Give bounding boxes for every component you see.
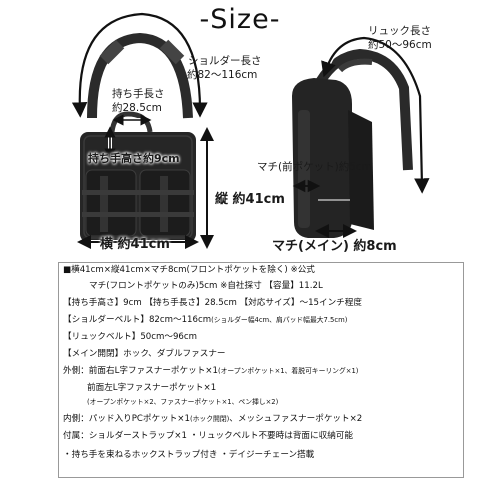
height-label: 縦 約41cm (215, 192, 285, 207)
handle-length-value: 約28.5cm (112, 102, 162, 114)
spec-row-backpack-belt: 【リュックベルト】50cm〜96cm (63, 332, 198, 342)
spec-row-shoulder-belt: 【ショルダーベルト】82cm〜116cm(ショルダー幅4cm、肩パッド幅最大7.… (63, 315, 348, 325)
shoulder-strap (87, 32, 193, 119)
spec-row-dimensions: ■横41cm×縦41cm×マチ8cm(フロントポケットを除く) ※公式 (63, 265, 315, 275)
spec-row-outer-left-detail: (オープンポケット×2、ファスナーポケット×1、ペン挿し×2) (87, 398, 279, 406)
depth-main-label: マチ(メイン) 約8cm (272, 239, 397, 254)
spec-row-features: ・持ち手を束ねるホックストラップ付き ・デイジーチェーン搭載 (63, 450, 315, 460)
handle-length-label: 持ち手長さ (112, 88, 165, 100)
width-label: 横 約41cm (100, 237, 170, 252)
spec-box: ■横41cm×縦41cm×マチ8cm(フロントポケットを除く) ※公式 マチ(フ… (58, 262, 464, 478)
spec-row-handle: 【持ち手高さ】9cm 【持ち手長さ】28.5cm 【対応サイズ】〜15インチ程度 (63, 298, 362, 308)
handle-height-label: 持ち手高さ約9cm (88, 152, 180, 165)
backpack-length-value: 約50〜96cm (368, 39, 432, 51)
spec-row-inner: 内側：パッド入りPCポケット×1(ホック開閉)、メッシュファスナーポケット×2 (63, 414, 363, 424)
shoulder-length-value: 約82〜116cm (187, 69, 258, 81)
depth-front-label: マチ(前ポケット)約5cm (257, 161, 372, 173)
product-illustration (71, 11, 430, 249)
page-title: -Size- (199, 4, 281, 35)
spec-row-main-closure: 【メイン開閉】ホック、ダブルファスナー (63, 349, 226, 359)
spec-row-outer-right: 外側：前面右L字ファスナーポケット×1(オープンポケット×1、着脱可キーリング×… (63, 366, 359, 376)
spec-row-accessories: 付属：ショルダーストラップ×1 ・リュックベルト不要時は背面に収納可能 (63, 431, 353, 441)
shoulder-length-label: ショルダー長さ (188, 55, 262, 67)
spec-row-capacity: マチ(フロントポケットのみ)5cm ※自社採寸 【容量】11.2L (89, 281, 323, 291)
backpack-length-label: リュック長さ (368, 25, 431, 37)
spec-row-outer-left: 前面左L字ファスナーポケット×1 (87, 383, 217, 393)
bag-handle (109, 111, 153, 133)
